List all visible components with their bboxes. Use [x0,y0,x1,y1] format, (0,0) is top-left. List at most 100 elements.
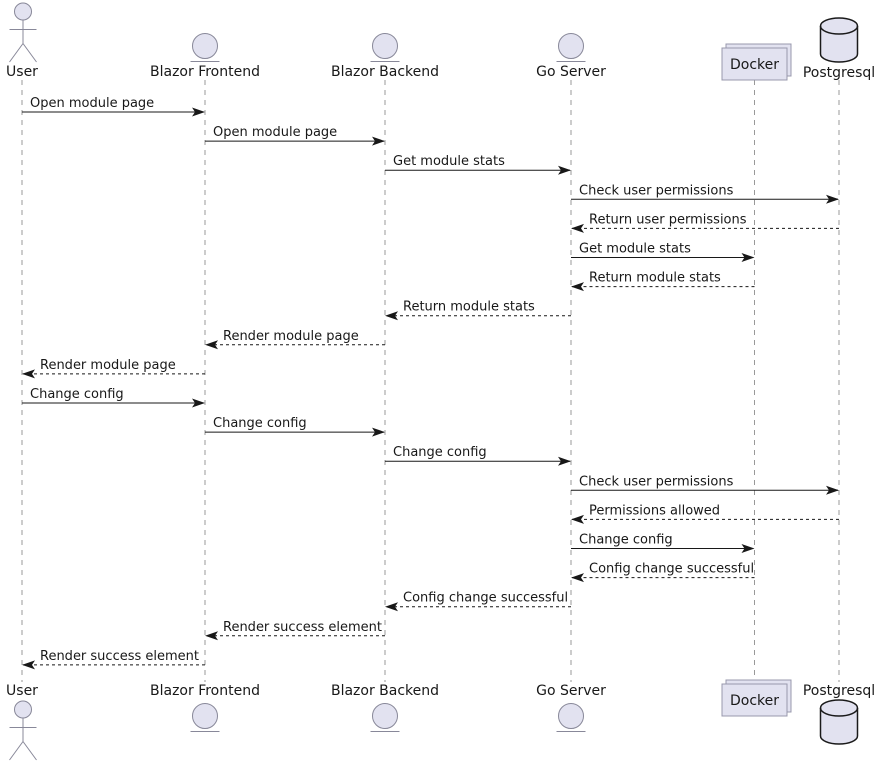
message-15: Change config [571,533,755,553]
actor-body [9,20,37,63]
message-2: Get module stats [385,154,571,175]
participant-label-goserver: Go Server [536,64,606,80]
message-19: Render success element [22,649,205,670]
participant-head-postgres: Postgresql [803,17,875,81]
database-rim [819,25,859,35]
participant-label-postgres: Postgresql [803,65,875,81]
message-4: Return user permissions [571,212,839,233]
message-arrowhead [22,369,35,379]
entity-circle [372,33,398,59]
message-label: Change config [213,416,307,431]
message-arrowhead [571,514,584,524]
message-label: Change config [579,533,673,548]
message-0: Open module page [22,96,205,117]
entity-circle [558,703,584,729]
message-label: Change config [30,387,124,402]
message-17: Config change successful [385,591,571,612]
message-arrowhead [192,107,205,117]
message-14: Permissions allowed [571,503,839,524]
participant-head-backend: Blazor Backend [331,33,439,80]
message-11: Change config [205,416,385,437]
participant-label-goserver: Go Server [536,683,606,699]
message-label: Config change successful [589,562,754,577]
participant-foot-backend: Blazor Backend [331,683,439,732]
message-label: Permissions allowed [589,503,720,518]
message-5: Get module stats [571,242,755,262]
participant-label-frontend: Blazor Frontend [150,64,260,80]
message-arrowhead [205,631,218,641]
participant-label-frontend: Blazor Frontend [150,683,260,699]
participant-label-backend: Blazor Backend [331,683,439,699]
message-label: Get module stats [393,154,505,169]
message-label: Change config [393,445,487,460]
message-arrowhead [826,485,839,495]
entity-circle [192,703,218,729]
participant-foot-postgres: Postgresql [803,683,875,745]
message-label: Get module stats [579,242,691,257]
participant-foot-frontend: Blazor Frontend [150,683,260,732]
actor-head [14,700,32,719]
message-arrowhead [385,311,398,321]
message-8: Render module page [205,329,385,350]
message-label: Render success element [223,620,382,635]
participant-head-goserver: Go Server [536,33,606,80]
message-label: Open module page [30,96,154,111]
message-label: Render module page [223,329,359,344]
database-cylinder [819,699,859,745]
message-arrowhead [372,427,385,437]
message-18: Render success element [205,620,385,641]
actor-body [9,718,37,761]
participant-head-frontend: Blazor Frontend [150,33,260,80]
entity-circle [372,703,398,729]
message-arrowhead [741,544,755,553]
participant-foot-goserver: Go Server [536,683,606,732]
message-arrowhead [741,253,755,262]
message-label: Config change successful [403,591,568,606]
message-arrowhead [571,223,584,233]
message-arrowhead [558,456,571,466]
message-9: Render module page [22,358,205,379]
message-label: Check user permissions [579,183,734,198]
message-arrowhead [372,136,385,146]
collections-front-box [721,47,788,81]
message-arrowhead [571,573,584,583]
message-6: Return module stats [571,271,755,292]
message-10: Change config [22,387,205,408]
participant-foot-docker: Docker [721,679,792,717]
collections-front-box [721,683,788,717]
message-arrowhead [826,194,839,204]
participant-label-postgres: Postgresql [803,683,875,699]
participant-label-user: User [6,683,38,699]
message-arrowhead [22,660,35,670]
database-rim [819,707,859,717]
message-arrowhead [558,165,571,175]
message-label: Open module page [213,125,337,140]
message-arrowhead [205,340,218,350]
message-arrowhead [571,282,584,292]
participant-foot-user: User [6,683,38,761]
message-12: Change config [385,445,571,466]
message-7: Return module stats [385,300,571,321]
participant-label-backend: Blazor Backend [331,64,439,80]
participant-head-user: User [6,2,38,80]
participant-label-user: User [6,64,38,80]
message-label: Return user permissions [589,212,747,227]
participant-label-docker: Docker [730,693,779,709]
message-label: Render module page [40,358,176,373]
message-1: Open module page [205,125,385,146]
message-3: Check user permissions [571,183,839,204]
message-arrowhead [385,602,398,612]
participant-label-docker: Docker [730,57,779,73]
message-label: Return module stats [589,271,721,286]
message-arrowhead [192,398,205,408]
entity-circle [192,33,218,59]
message-16: Config change successful [571,562,755,583]
message-13: Check user permissions [571,474,839,495]
participant-head-docker: Docker [721,43,792,81]
actor-head [14,2,32,21]
message-label: Return module stats [403,300,535,315]
entity-circle [558,33,584,59]
message-label: Render success element [40,649,199,664]
